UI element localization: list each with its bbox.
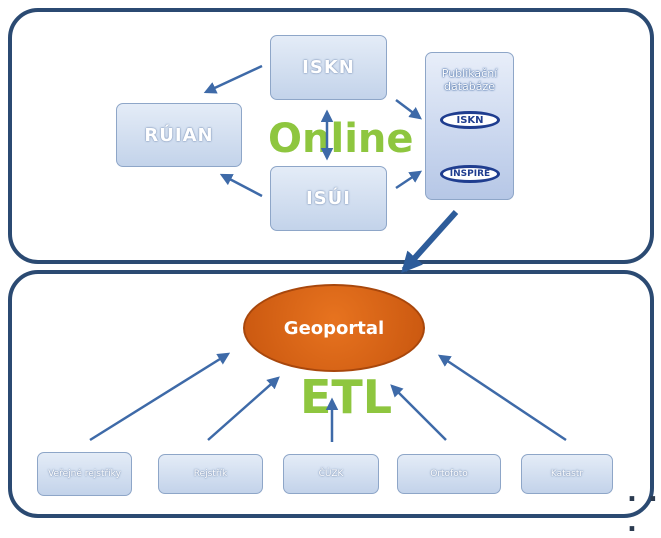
publication-database-box: Publikační databáze ISKN INSPIRE [425, 52, 514, 200]
source-box: Katastr [521, 454, 613, 494]
ruian-box: RÚIAN [116, 103, 242, 167]
geoportal-label: Geoportal [283, 317, 385, 339]
geoportal-ellipse: Geoportal [243, 284, 425, 372]
isui-box: ISÚI [270, 166, 387, 231]
source-box: Veřejné rejstříky [37, 452, 132, 496]
inspire-logo: INSPIRE [440, 165, 500, 183]
publication-database-title: Publikační databáze [441, 67, 498, 93]
online-label: Online [268, 116, 414, 162]
more-sources-ellipsis: . . . [627, 478, 659, 538]
source-box: Ortofoto [397, 454, 501, 494]
iskn-logo: ISKN [440, 111, 500, 129]
source-box: Rejstřík [158, 454, 263, 494]
source-box: ČÚZK [283, 454, 379, 494]
iskn-box: ISKN [270, 35, 387, 100]
etl-label: ETL [300, 370, 393, 424]
